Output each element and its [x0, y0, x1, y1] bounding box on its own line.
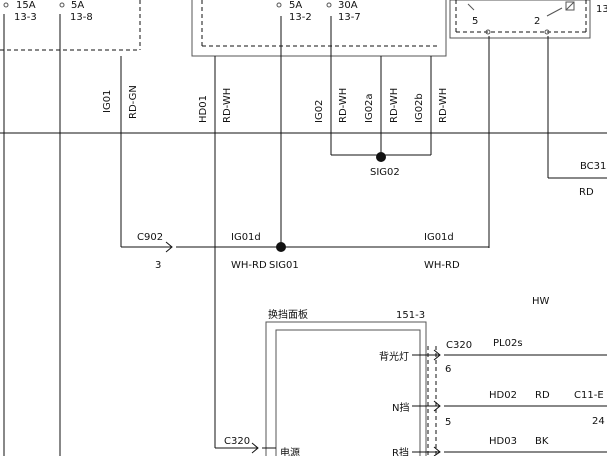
fuse-2-terminal	[59, 2, 65, 8]
ig01d-right-label: IG01d	[424, 232, 454, 243]
power-connector: C320	[224, 436, 250, 447]
backlight-pin: 6	[445, 364, 451, 375]
corner-label: 13	[596, 4, 607, 15]
wire-label-rd-wh-2: RD-WH	[338, 88, 349, 123]
r-gear-wire: HD03	[489, 436, 517, 447]
backlight-wire: PL02s	[493, 338, 523, 349]
wire-label-ig02: IG02	[314, 100, 325, 123]
vertical-wires	[3, 14, 549, 456]
relay-pin-5: 5	[472, 16, 478, 27]
n-gear-color: RD	[535, 390, 550, 401]
shift-panel: 换挡面板 151-3 背光灯 C320 6 PL02s N挡 5 HD02 RD…	[215, 308, 607, 456]
splice-sig01-label: SIG01	[269, 260, 299, 271]
fuse-3-rating: 5A	[289, 0, 302, 11]
relay-switch-icon	[467, 3, 475, 11]
backlight-connector: C320	[446, 340, 472, 351]
wh-rd-right-label: WH-RD	[424, 260, 460, 271]
backlight-connector-icon	[433, 349, 441, 361]
shift-panel-title: 换挡面板	[268, 308, 308, 321]
wh-rd-left-label: WH-RD	[231, 260, 267, 271]
relay-terminal-5	[485, 29, 491, 35]
sig01-run: C902 3 IG01d WH-RD SIG01 IG01d WH-RD	[121, 232, 489, 271]
relay-coil-icon	[565, 1, 575, 11]
wire-label-ig01: IG01	[102, 90, 113, 113]
r-gear-connector-icon	[433, 446, 441, 456]
shift-panel-id: 151-3	[396, 310, 425, 321]
fuse-box-left: 15A 13-3 5A 13-8	[0, 0, 141, 51]
n-gear-label: N挡	[392, 401, 409, 414]
relay-pin-2: 2	[534, 16, 540, 27]
power-label: 电源	[280, 446, 300, 456]
wire-label-rd-wh-3: RD-WH	[389, 88, 400, 123]
n-gear-connector-icon	[433, 400, 441, 412]
bc31-label: BC31	[580, 161, 606, 172]
wire-label-rd-wh-4: RD-WH	[438, 88, 449, 123]
n-gear-dest-pin: 24	[592, 416, 605, 427]
wire-label-rd-wh-1: RD-WH	[222, 88, 233, 123]
fuse-4-id: 13-7	[338, 12, 361, 23]
fuse-box-middle: 5A 13-2 30A 13-7	[191, 0, 447, 57]
n-gear-pin: 5	[445, 417, 451, 428]
fuse-1-rating: 15A	[16, 0, 36, 11]
fuse-4-terminal	[326, 2, 332, 8]
splice-sig02-group: SIG02	[331, 152, 431, 178]
bc31-color: RD	[579, 187, 594, 198]
power-connector-icon	[251, 442, 259, 454]
c902-connector-icon	[165, 241, 173, 253]
c902-label: C902	[137, 232, 163, 243]
wire-label-hd01: HD01	[198, 95, 209, 123]
fuse-4-rating: 30A	[338, 0, 358, 11]
fuse-1-terminal	[3, 2, 9, 8]
bc31-branch: BC31 RD	[548, 161, 607, 198]
splice-sig02-node	[376, 152, 386, 162]
wire-label-ig02a: IG02a	[364, 93, 375, 123]
relay-box: 5 2 13	[449, 0, 607, 39]
n-gear-dest: C11-E	[574, 390, 604, 401]
splice-sig01-node	[276, 242, 286, 252]
fuse-3-id: 13-2	[289, 12, 312, 23]
r-gear-color: BK	[535, 436, 549, 447]
n-gear-wire: HD02	[489, 390, 517, 401]
hw-label: HW	[532, 296, 550, 307]
fuse-2-id: 13-8	[70, 12, 93, 23]
backlight-label: 背光灯	[379, 350, 409, 363]
wire-label-ig02b: IG02b	[414, 93, 425, 123]
wire-label-rd-gn: RD-GN	[128, 85, 139, 119]
ig01d-left-label: IG01d	[231, 232, 261, 243]
splice-sig02-label: SIG02	[370, 167, 400, 178]
wire-labels: IG01 RD-GN HD01 RD-WH IG02 RD-WH IG02a R…	[102, 85, 449, 123]
fuse-2-rating: 5A	[71, 0, 84, 11]
r-gear-label: R挡	[392, 446, 409, 456]
relay-terminal-2	[544, 29, 550, 35]
fuse-1-id: 13-3	[14, 12, 37, 23]
c902-pin: 3	[155, 260, 161, 271]
fuse-3-terminal	[276, 2, 282, 8]
